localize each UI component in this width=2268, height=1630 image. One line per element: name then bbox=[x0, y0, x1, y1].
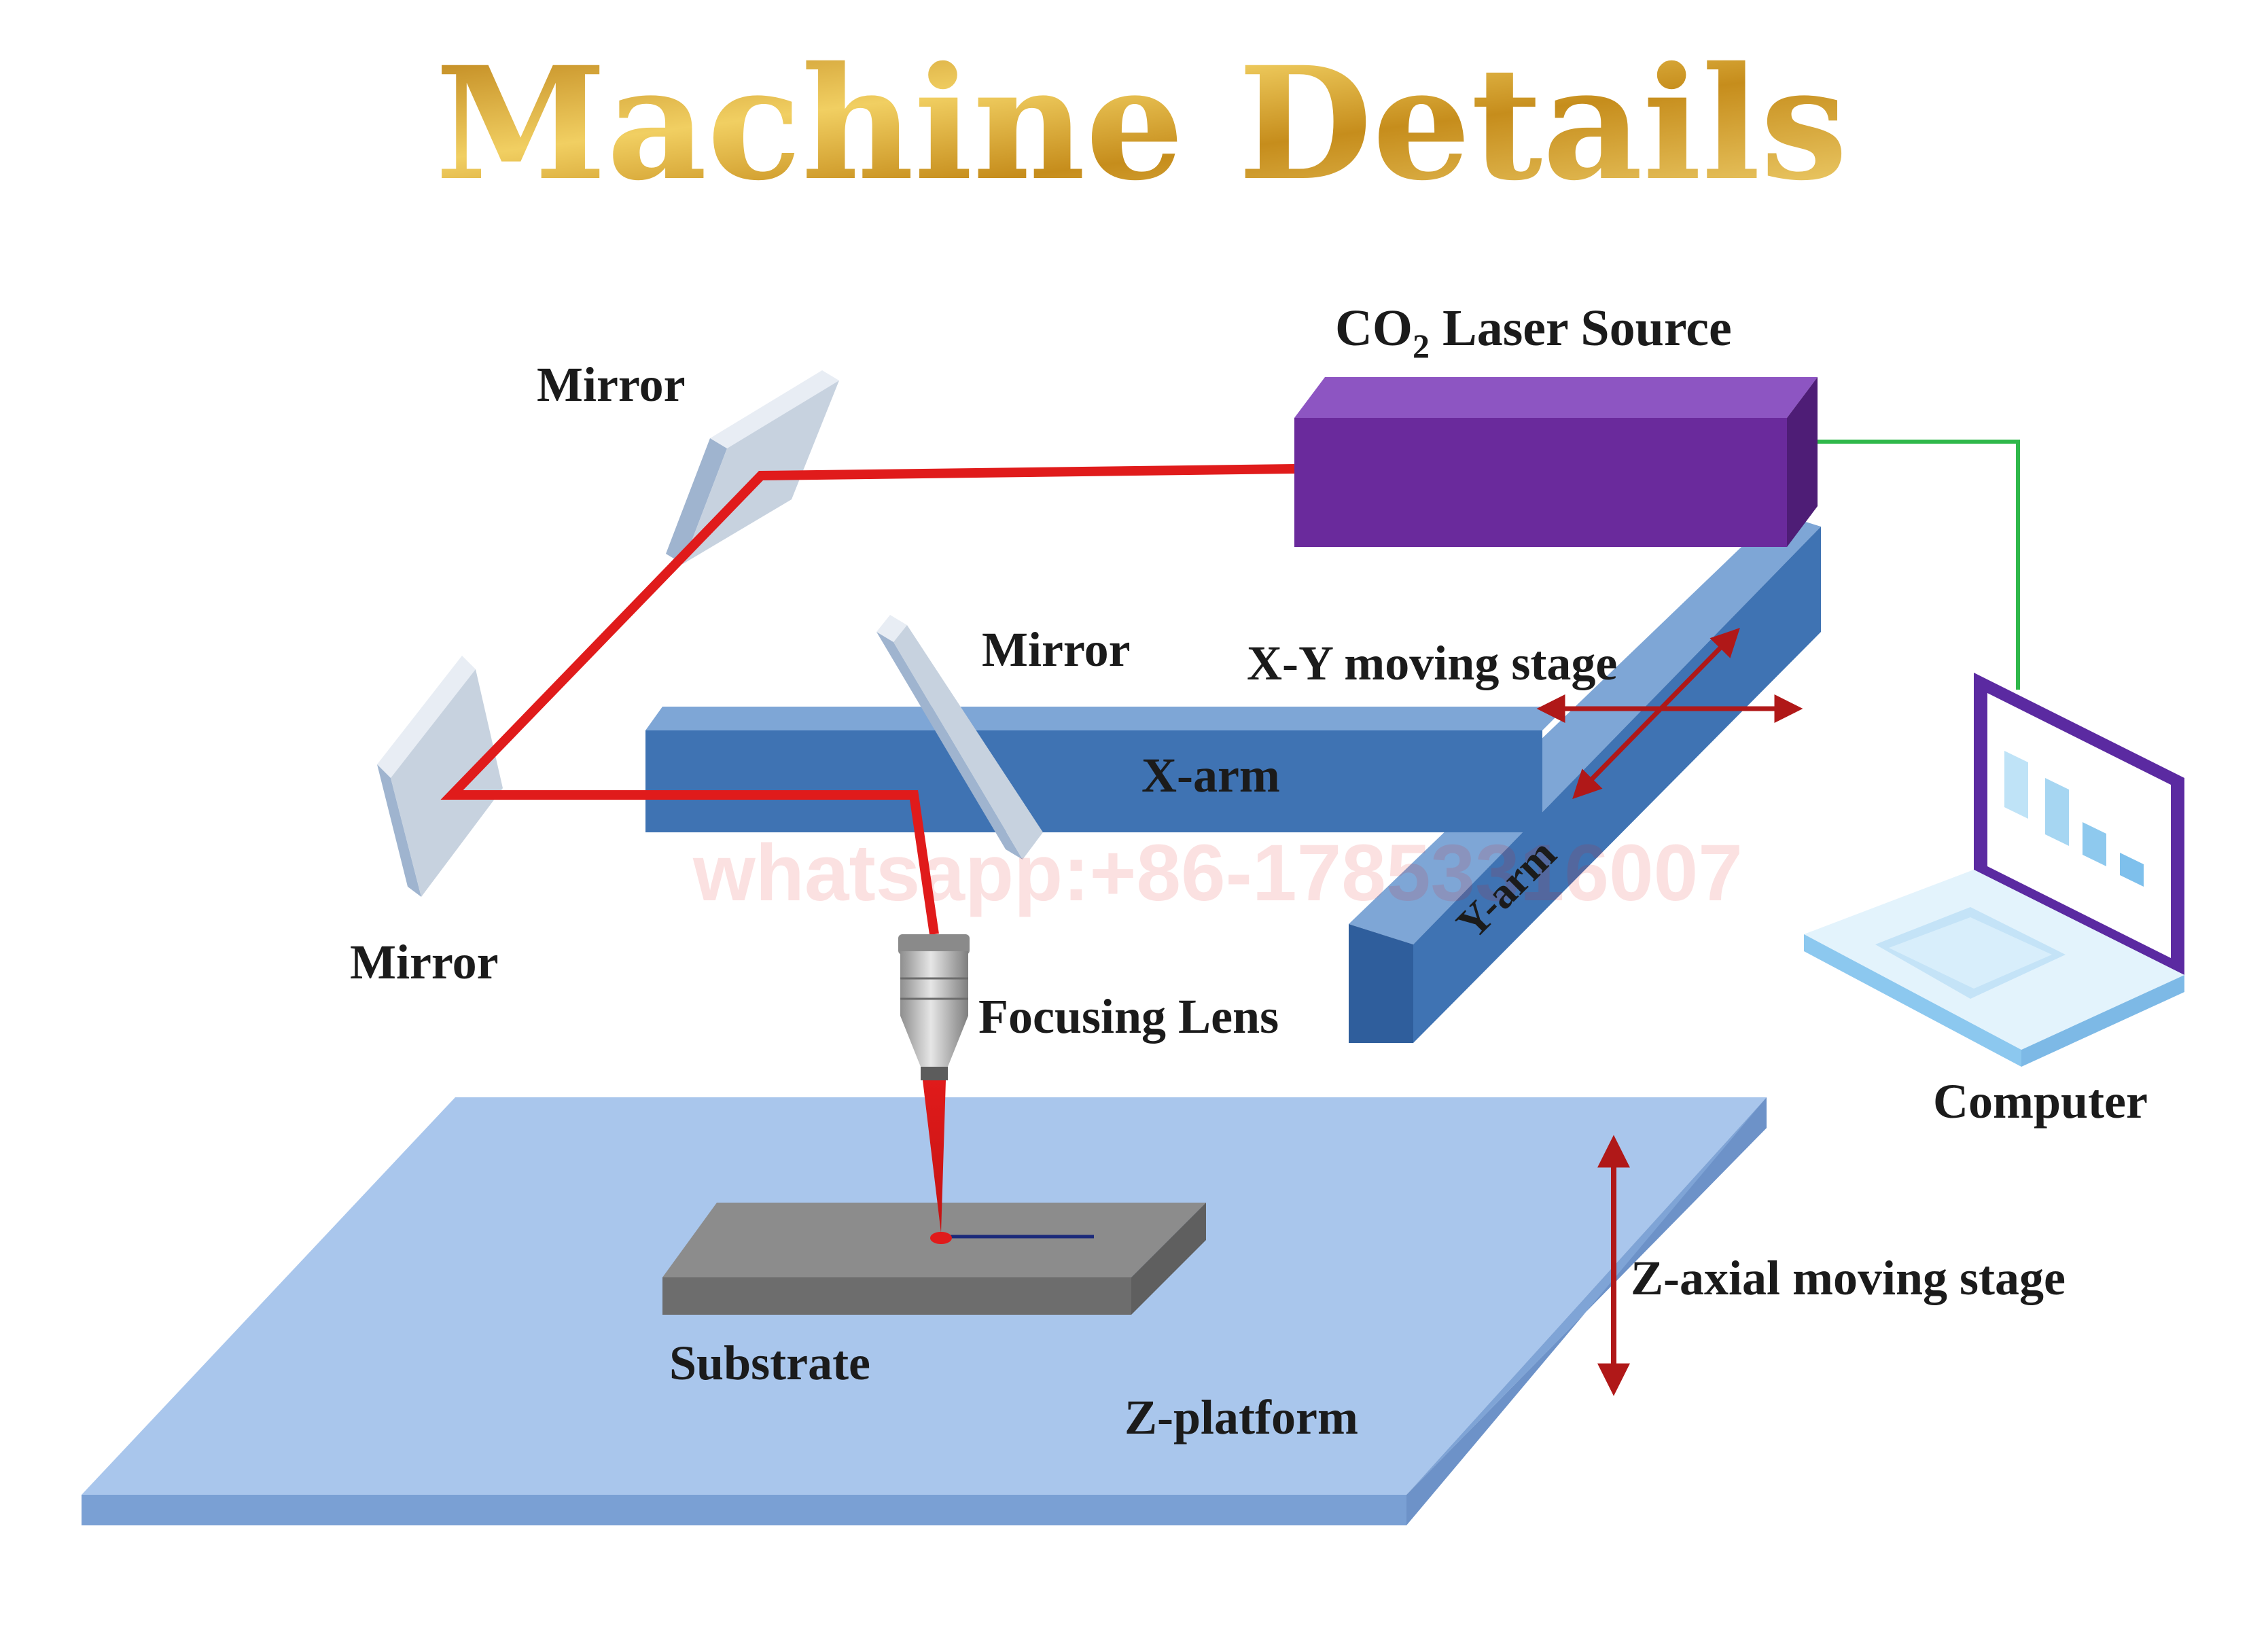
label-mirror-middle: Mirror bbox=[982, 622, 1131, 677]
label-x-arm: X-arm bbox=[1141, 748, 1280, 802]
substrate-block bbox=[662, 1203, 1206, 1315]
laser-spot bbox=[930, 1232, 952, 1244]
mirror-top bbox=[666, 370, 839, 564]
label-computer: Computer bbox=[1933, 1074, 2148, 1129]
label-z-axial-stage: Z-axial moving stage bbox=[1631, 1251, 2066, 1305]
page-title: Machine Details bbox=[436, 33, 1848, 215]
label-mirror-left: Mirror bbox=[350, 935, 499, 989]
label-substrate: Substrate bbox=[669, 1336, 870, 1390]
xy-direction-arrows bbox=[1536, 627, 1803, 800]
x-arm bbox=[645, 707, 1566, 832]
label-focusing-lens: Focusing Lens bbox=[978, 989, 1279, 1044]
focusing-lens bbox=[898, 934, 970, 1080]
mirror-middle bbox=[876, 615, 1043, 860]
data-cable bbox=[1818, 440, 2020, 690]
label-z-platform: Z-platform bbox=[1124, 1390, 1358, 1445]
watermark-text: whatsapp:+86-17853316007 bbox=[692, 828, 1743, 918]
laser-source bbox=[1294, 377, 1818, 547]
label-mirror-top: Mirror bbox=[537, 357, 686, 412]
focused-beam bbox=[923, 1080, 946, 1233]
label-xy-stage: X-Y moving stage bbox=[1247, 636, 1617, 690]
laser-beam bbox=[440, 464, 1295, 936]
label-laser-source: CO2 Laser Source bbox=[1335, 300, 1732, 365]
mirror-left bbox=[377, 656, 503, 897]
computer-icon bbox=[1804, 673, 2184, 1067]
